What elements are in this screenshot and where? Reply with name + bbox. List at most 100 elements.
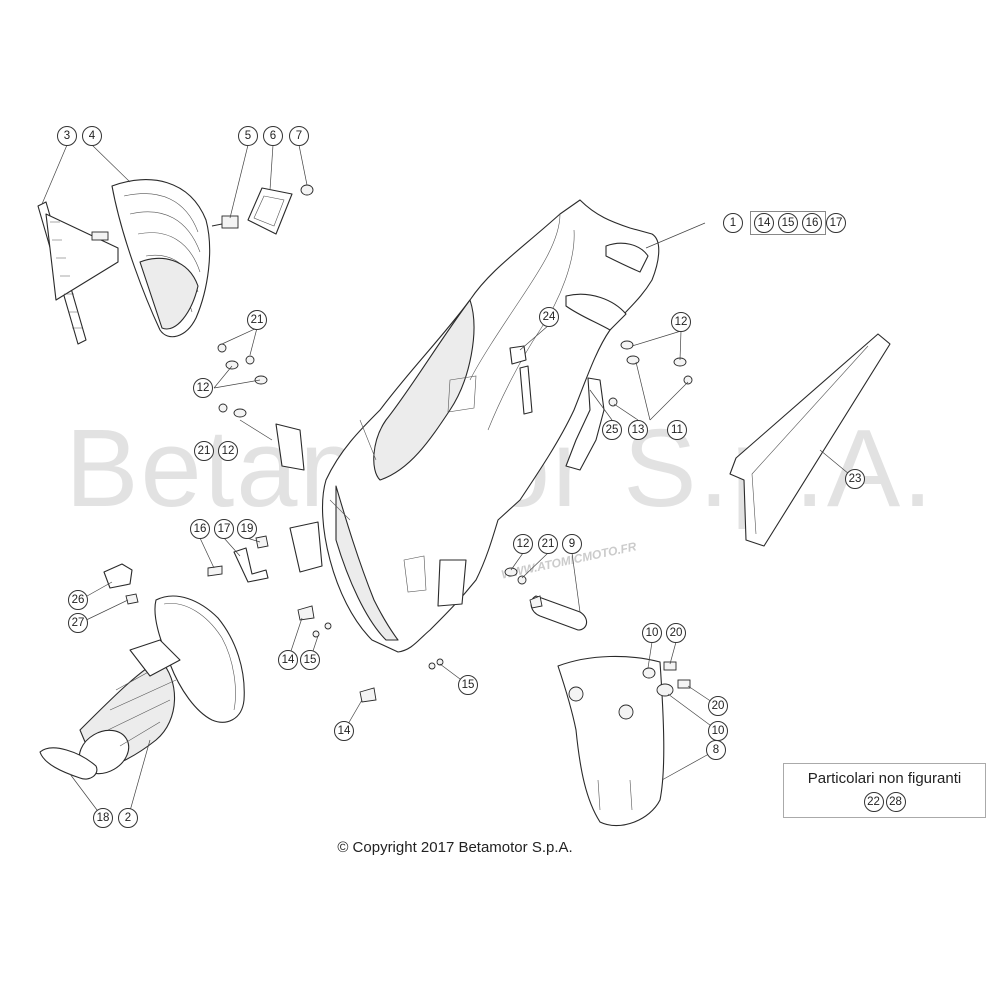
svg-text:12: 12 — [675, 316, 688, 328]
leader-lines — [41, 144, 856, 819]
callout-12-d: 12 — [513, 534, 533, 554]
callout-9: 9 — [562, 534, 582, 554]
callout-18: 18 — [93, 808, 113, 828]
clips-14 — [297, 605, 377, 703]
svg-text:18: 18 — [97, 812, 110, 824]
callout-23: 23 — [845, 469, 865, 489]
callout-21-c: 21 — [538, 534, 558, 554]
fasteners — [217, 340, 693, 670]
note-part-28: 28 — [885, 792, 906, 812]
callout-17-top: 17 — [826, 213, 846, 233]
svg-text:13: 13 — [632, 424, 645, 436]
svg-text:10: 10 — [646, 627, 659, 639]
svg-text:5: 5 — [245, 130, 251, 142]
svg-text:26: 26 — [72, 594, 85, 606]
svg-text:16: 16 — [806, 217, 819, 229]
svg-text:14: 14 — [338, 725, 351, 737]
svg-text:17: 17 — [218, 523, 231, 535]
callout-10-a: 10 — [642, 623, 662, 643]
svg-text:12: 12 — [222, 445, 235, 457]
svg-text:14: 14 — [758, 217, 771, 229]
callout-26: 26 — [68, 590, 88, 610]
callout-24: 24 — [539, 307, 559, 327]
callouts: 3 4 5 6 7 1 14 15 16 17 21 12 21 12 24 1… — [57, 126, 865, 828]
callout-27: 27 — [68, 613, 88, 633]
callout-1: 1 — [723, 213, 743, 233]
svg-text:16: 16 — [194, 523, 207, 535]
svg-text:3: 3 — [64, 130, 70, 142]
clamp-18 — [39, 747, 98, 780]
callout-17-b: 17 — [214, 519, 234, 539]
note-title: Particolari non figuranti — [807, 770, 962, 787]
svg-text:9: 9 — [569, 538, 575, 550]
callout-16-top: 16 — [802, 213, 822, 233]
cover-8 — [557, 655, 691, 827]
callout-25: 25 — [602, 420, 622, 440]
svg-text:7: 7 — [296, 130, 302, 142]
headlight-bracket — [37, 201, 119, 345]
clip-6 — [247, 187, 293, 235]
svg-text:15: 15 — [462, 679, 475, 691]
callout-15-top: 15 — [778, 213, 798, 233]
svg-text:20: 20 — [712, 700, 725, 712]
svg-text:15: 15 — [782, 217, 795, 229]
callout-8: 8 — [706, 740, 726, 760]
callout-5: 5 — [238, 126, 258, 146]
callout-2: 2 — [118, 808, 138, 828]
svg-text:21: 21 — [542, 538, 555, 550]
callout-13: 13 — [628, 420, 648, 440]
svg-text:17: 17 — [830, 217, 843, 229]
callout-3: 3 — [57, 126, 77, 146]
callout-12-c: 12 — [671, 312, 691, 332]
svg-text:11: 11 — [671, 424, 683, 436]
svg-text:21: 21 — [198, 445, 211, 457]
callout-group-box — [750, 211, 826, 235]
callout-15-b: 15 — [300, 650, 320, 670]
svg-text:23: 23 — [849, 473, 862, 485]
svg-text:19: 19 — [241, 523, 254, 535]
washer-7 — [300, 184, 314, 196]
callout-6: 6 — [263, 126, 283, 146]
svg-text:14: 14 — [282, 654, 295, 666]
bracket-16-17-19 — [207, 535, 269, 583]
callout-14-b: 14 — [278, 650, 298, 670]
bracket-24 — [509, 345, 533, 415]
front-fairing — [275, 199, 660, 653]
svg-text:12: 12 — [197, 382, 210, 394]
callout-12-a: 12 — [193, 378, 213, 398]
svg-text:4: 4 — [89, 130, 96, 142]
callout-16-b: 16 — [190, 519, 210, 539]
callout-4: 4 — [82, 126, 102, 146]
callout-11: 11 — [667, 420, 687, 440]
svg-text:24: 24 — [543, 311, 556, 323]
callout-12-b: 12 — [218, 441, 238, 461]
svg-text:8: 8 — [713, 744, 719, 756]
callout-19: 19 — [237, 519, 257, 539]
svg-text:15: 15 — [304, 654, 317, 666]
callout-15-c: 15 — [458, 675, 478, 695]
svg-text:6: 6 — [270, 130, 276, 142]
callout-21-b: 21 — [194, 441, 214, 461]
callout-14-top: 14 — [754, 213, 774, 233]
headlight-mask — [111, 179, 211, 338]
air-intake-2 — [78, 595, 245, 775]
bracket-25 — [565, 377, 605, 471]
svg-text:20: 20 — [670, 627, 683, 639]
svg-text:12: 12 — [517, 538, 530, 550]
copyright-text: © Copyright 2017 Betamotor S.p.A. — [337, 839, 573, 856]
svg-text:10: 10 — [712, 725, 725, 737]
callout-7: 7 — [289, 126, 309, 146]
strap-9 — [529, 595, 588, 631]
callout-10-b: 10 — [708, 721, 728, 741]
svg-text:2: 2 — [125, 812, 131, 824]
callout-20-b: 20 — [708, 696, 728, 716]
svg-text:21: 21 — [251, 314, 264, 326]
callout-14-c: 14 — [334, 721, 354, 741]
svg-text:25: 25 — [606, 424, 619, 436]
bolt-5 — [211, 215, 239, 229]
svg-text:1: 1 — [730, 217, 736, 229]
